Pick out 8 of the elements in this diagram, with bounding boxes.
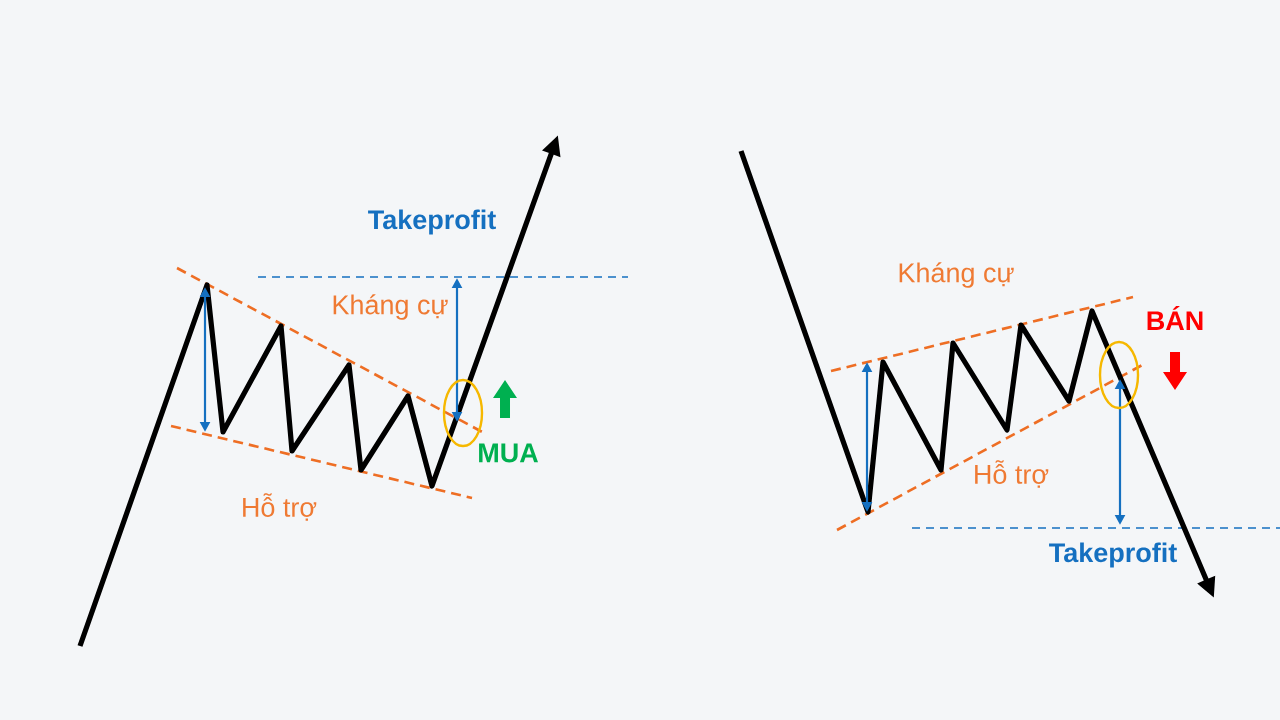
signal-label: MUA <box>479 443 539 463</box>
level-label: Takeprofit <box>368 209 496 235</box>
level-label: Takeprofit <box>1049 542 1177 568</box>
level-label: Hỗ trợ <box>975 460 1049 488</box>
signal-label: BÁN <box>1147 306 1203 330</box>
level-label: Hỗ trợ <box>243 493 317 521</box>
level-label: Kháng cự <box>333 294 448 320</box>
level-label: Kháng cự <box>899 262 1014 288</box>
